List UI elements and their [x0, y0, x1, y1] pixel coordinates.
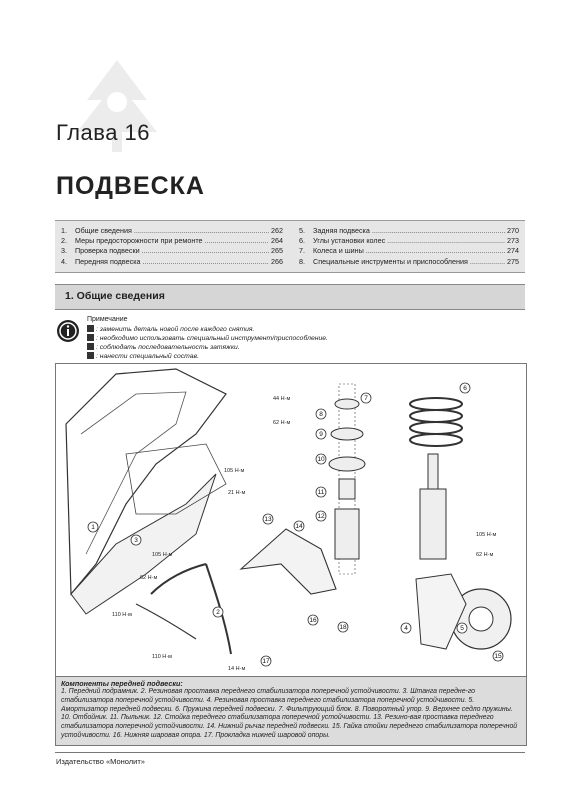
section-title: 1. Общие сведения: [65, 290, 165, 302]
toc-page: 262: [271, 226, 283, 235]
callout-label: 5: [460, 625, 464, 632]
note-text: : нанести специальный состав.: [96, 353, 199, 360]
toc-item[interactable]: 4. Передняя подвеска266: [61, 257, 283, 267]
toc-num: 7.: [299, 246, 305, 256]
diagram-caption: Компоненты передней подвески: 1. Передни…: [55, 676, 527, 746]
callout-label: 1: [91, 524, 95, 531]
callout-label: 14: [295, 523, 303, 530]
toc-label: Специальные инструменты и приспособления: [313, 257, 505, 267]
info-icon: [57, 320, 79, 342]
callout-label: 10: [317, 456, 325, 463]
toc-column-left: 1. Общие сведения262 2. Меры предосторожно…: [61, 226, 283, 267]
page-title: ПОДВЕСКА: [56, 172, 205, 200]
toc-item[interactable]: 1. Общие сведения262: [61, 226, 283, 236]
note-line: : нанести специальный состав.: [87, 352, 199, 360]
torque-label: 105 Н·м: [224, 468, 245, 474]
chapter-heading: Глава 16: [56, 120, 151, 145]
callout-label: 17: [262, 658, 270, 665]
replace-icon: [87, 325, 94, 332]
toc-label: Задняя подвеска: [313, 226, 505, 236]
callout-label: 18: [339, 624, 347, 631]
toc-page: 274: [507, 246, 519, 256]
callout-label: 9: [319, 431, 323, 438]
toc-num: 3.: [61, 246, 67, 256]
caption-text: 1. Передний подрамник. 2. Резиновая прос…: [61, 688, 518, 739]
callout-label: 2: [216, 609, 220, 616]
callout-label: 13: [264, 516, 272, 523]
tool-icon: [87, 334, 94, 341]
toc-num: 2.: [61, 236, 67, 246]
toc-item[interactable]: 8. Специальные инструменты и приспособлен…: [299, 257, 519, 267]
torque-label: 110 Н·м: [152, 654, 172, 660]
section-header: 1. Общие сведения: [55, 284, 525, 310]
toc-page: 270: [507, 226, 519, 235]
toc-label: Меры предосторожности при ремонте: [75, 236, 269, 246]
toc-label: Общие сведения: [75, 226, 269, 236]
toc-item[interactable]: 7. Колеса и шины274: [299, 246, 519, 256]
torque-label: 44 Н·м: [273, 396, 290, 402]
toc-item[interactable]: 5. Задняя подвеска270: [299, 226, 519, 236]
toc-label: Передняя подвеска: [75, 257, 269, 267]
toc-item[interactable]: 3. Проверка подвески265: [61, 246, 283, 256]
toc-page: 273: [507, 236, 519, 246]
caption-title: Компоненты передней подвески:: [61, 679, 183, 688]
toc-label: Углы установки колес: [313, 236, 505, 246]
toc-num: 4.: [61, 256, 67, 266]
table-of-contents: 1. Общие сведения262 2. Меры предосторожно…: [55, 220, 525, 273]
note-title: Примечание: [87, 316, 128, 323]
callout-label: 11: [318, 489, 325, 496]
torque-label: 62 Н·м: [273, 420, 290, 426]
callout-label: 7: [364, 395, 368, 402]
toc-num: 1.: [61, 226, 67, 235]
note-block: Примечание : заменить деталь новой после…: [55, 316, 525, 362]
toc-item[interactable]: 6. Углы установки колес273: [299, 236, 519, 246]
toc-page: 265: [271, 246, 283, 256]
note-text: : необходимо использовать специальный ин…: [96, 335, 328, 342]
callout-label: 15: [494, 653, 502, 660]
toc-num: 6.: [299, 236, 305, 246]
sealant-icon: [87, 352, 94, 359]
suspension-diagram: 44 Н·м 62 Н·м 105 Н·м 21 Н·м 105 Н·м 62 …: [55, 363, 527, 678]
toc-num: 8.: [299, 256, 305, 266]
toc-num: 5.: [299, 226, 305, 235]
toc-item[interactable]: 2. Меры предосторожности при ремонте264: [61, 236, 283, 246]
toc-page: 264: [271, 236, 283, 246]
torque-label: 62 Н·м: [476, 552, 493, 558]
torque-label: 110 Н·м: [112, 612, 132, 618]
callout-label: 8: [319, 411, 323, 418]
callout-label: 3: [134, 537, 138, 544]
callout-label: 12: [317, 513, 325, 520]
toc-page: 275: [507, 256, 519, 266]
callout-label: 16: [309, 617, 317, 624]
torque-label: 14 Н·м: [228, 666, 245, 672]
callout-label: 6: [463, 385, 467, 392]
toc-label: Колеса и шины: [313, 246, 505, 256]
toc-page: 266: [271, 256, 283, 266]
toc-label: Проверка подвески: [75, 246, 269, 256]
footer-divider: [55, 752, 525, 753]
suspension-diagram-drawing: 44 Н·м 62 Н·м 105 Н·м 21 Н·м 105 Н·м 62 …: [65, 368, 512, 672]
sequence-icon: [87, 343, 94, 350]
tree-watermark-icon: [77, 60, 157, 152]
note-text: : соблюдать последовательность затяжки.: [96, 344, 240, 351]
torque-label: 105 Н·м: [152, 552, 173, 558]
torque-label: 21 Н·м: [228, 490, 245, 496]
note-line: : соблюдать последовательность затяжки.: [87, 343, 240, 351]
note-line: : необходимо использовать специальный ин…: [87, 334, 328, 342]
publisher-footer: Издательство «Монолит»: [56, 757, 145, 766]
torque-label: 105 Н·м: [476, 532, 497, 538]
callout-label: 4: [404, 625, 408, 632]
torque-label: 62 Н·м: [140, 575, 157, 581]
toc-column-right: 5. Задняя подвеска270 6. Углы установки ко…: [299, 226, 519, 267]
note-text: : заменить деталь новой после каждого сн…: [96, 326, 255, 333]
note-line: : заменить деталь новой после каждого сн…: [87, 325, 254, 333]
